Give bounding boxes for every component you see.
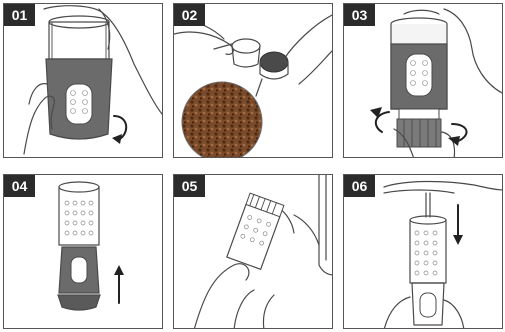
- step-number-badge: 02: [174, 4, 205, 26]
- step-03-illustration: [344, 4, 503, 158]
- step-01-illustration: [4, 4, 163, 158]
- step-number-badge: 06: [344, 175, 375, 197]
- coffee-grounds-closeup: [182, 82, 262, 158]
- step-number-badge: 03: [344, 4, 375, 26]
- step-panel-04: 04: [3, 174, 163, 329]
- step-panel-01: 01: [3, 3, 163, 158]
- step-number-badge: 01: [4, 4, 35, 26]
- step-02-illustration: [174, 4, 333, 158]
- step-panel-06: 06: [343, 174, 503, 329]
- step-number-badge: 05: [174, 175, 205, 197]
- step-number-badge: 04: [4, 175, 35, 197]
- step-04-illustration: [4, 175, 163, 329]
- step-06-illustration: [344, 175, 503, 329]
- step-panel-05: 05: [173, 174, 333, 329]
- step-panel-03: 03: [343, 3, 503, 158]
- step-05-illustration: [174, 175, 333, 329]
- step-panel-02: 02: [173, 3, 333, 158]
